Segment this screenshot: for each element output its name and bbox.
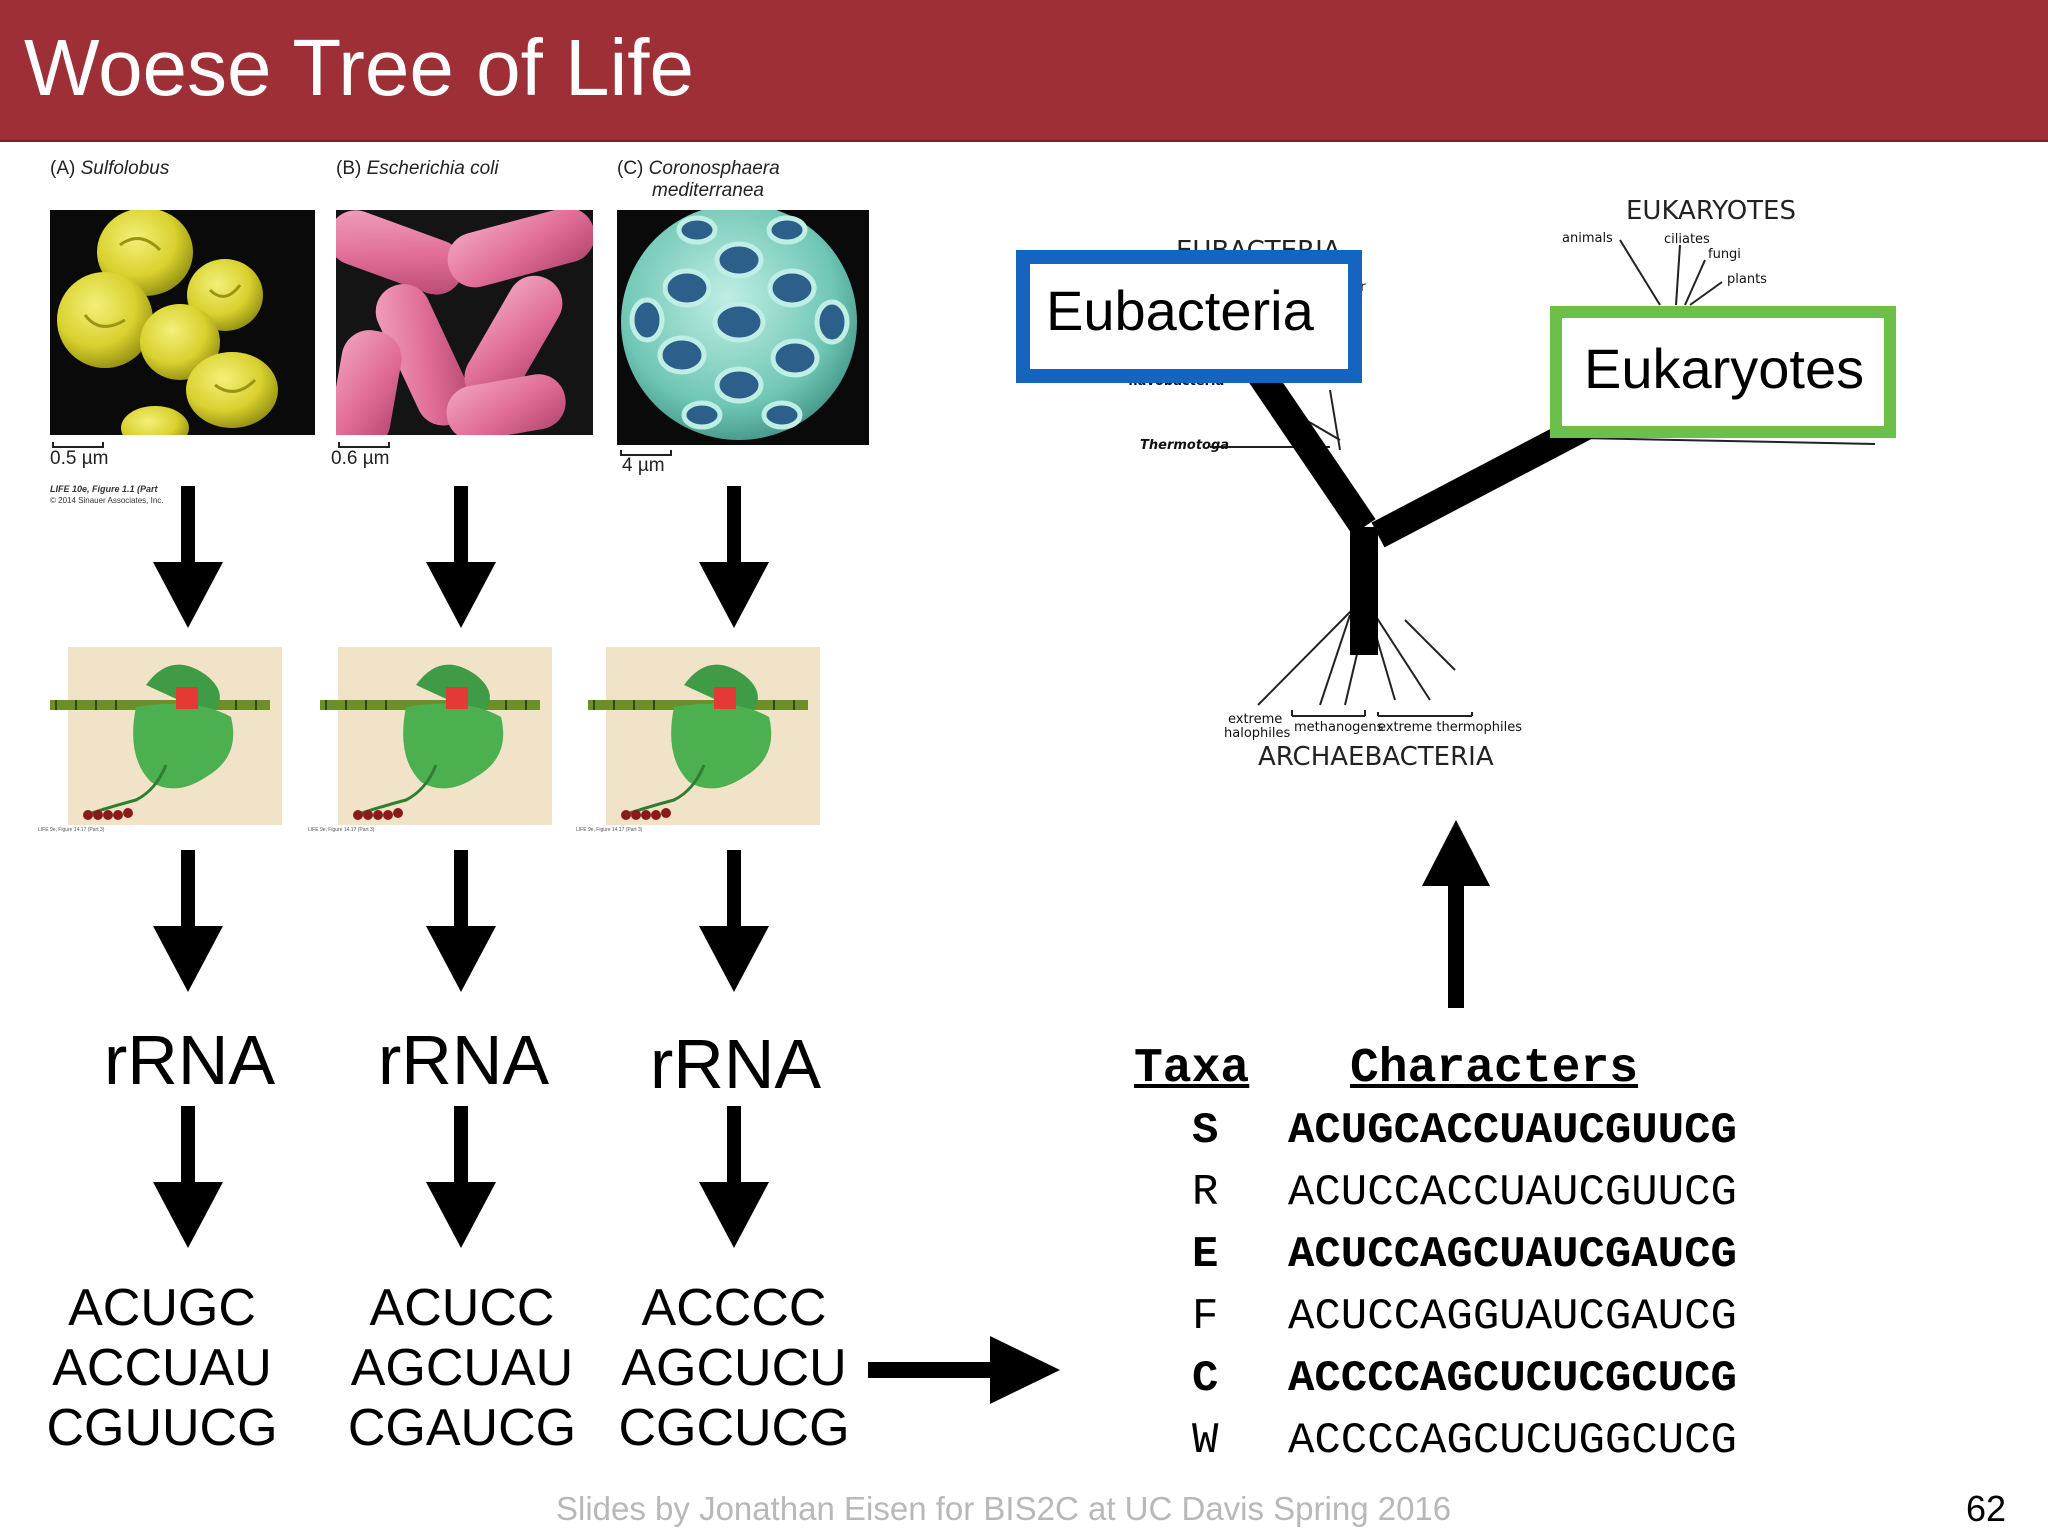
panel-c-caption: (C) Coronosphaera [617, 158, 780, 180]
taxon-label: W [1192, 1416, 1219, 1466]
sequence-line: CGUUCG [46, 1399, 278, 1457]
taxon-sequence: ACCCCAGCUCUGGCUCG [1288, 1416, 1737, 1466]
slide-title: Woese Tree of Life [24, 23, 694, 112]
sequence-line: ACUCC [369, 1279, 555, 1337]
taxon-sequence: ACUCCACCUAUCGUUCG [1288, 1168, 1737, 1218]
thermotoga-label: Thermotoga [1140, 438, 1230, 453]
archaea-group-extreme-thermophiles: extreme thermophiles [1378, 720, 1522, 735]
alignment-row: F ACUCCAGGUAUCGAUCG [1192, 1292, 1892, 1354]
panel-a-letter: (A) [50, 158, 76, 179]
scale-label-b: 0.6 µm [331, 448, 390, 469]
alignment-row: E ACUCCAGCUAUCGAUCG [1192, 1230, 1892, 1292]
eukaryote-group-plants: plants [1727, 272, 1767, 287]
taxon-label: E [1192, 1230, 1219, 1280]
ribosome-diagram-1 [36, 645, 286, 835]
ribosome-credit-3: LIFE 9e, Figure 14.17 (Part 3) [576, 827, 643, 833]
eubacteria-box: Eubacteria [1016, 250, 1362, 383]
panel-b-letter: (B) [336, 158, 362, 179]
rrna-label-1: rRNA [104, 1021, 276, 1099]
sequence-line: CGAUCG [347, 1399, 577, 1457]
taxon-label: C [1192, 1354, 1219, 1404]
taxon-sequence: ACCCCAGCUCUCGCUCG [1288, 1354, 1737, 1404]
sequence-block-2: ACUCC AGCUAU CGAUCG [342, 1278, 582, 1458]
eukaryote-group-ciliates: ciliates [1664, 232, 1710, 247]
sequence-line: ACCUAU [52, 1339, 272, 1397]
alignment-row: R ACUCCACCUAUCGUUCG [1192, 1168, 1892, 1230]
taxon-label: F [1192, 1292, 1219, 1342]
panel-a-organism: Sulfolobus [80, 158, 170, 179]
eukaryote-group-animals: animals [1562, 231, 1613, 246]
scale-bar-a [52, 442, 104, 448]
alignment-row: S ACUGCACCUAUCGUUCG [1192, 1106, 1892, 1168]
taxon-sequence: ACUCCAGCUAUCGAUCG [1288, 1230, 1737, 1280]
scale-label-c: 4 µm [622, 455, 665, 476]
page-number: 62 [1966, 1488, 2007, 1529]
alignment-row: C ACCCCAGCUCUCGCUCG [1192, 1354, 1892, 1416]
eukaryotes-box: Eukaryotes [1550, 306, 1896, 438]
archaea-group-methanogens: methanogens [1294, 720, 1384, 735]
taxon-label: S [1192, 1106, 1219, 1156]
alignment-rows: S ACUGCACCUAUCGUUCG R ACUCCACCUAUCGUUCG … [1192, 1106, 1892, 1478]
sequence-line: ACCCC [641, 1279, 827, 1337]
taxon-sequence: ACUCCAGGUAUCGAUCG [1288, 1292, 1737, 1342]
figure-credit-line2: © 2014 Sinauer Associates, Inc. [50, 496, 164, 505]
rrna-label-3: rRNA [650, 1025, 822, 1103]
slide-footer: Slides by Jonathan Eisen for BIS2C at UC… [556, 1490, 1452, 1527]
eukaryote-group-fungi: fungi [1708, 247, 1741, 262]
sequence-line: AGCUCU [621, 1339, 847, 1397]
ribosome-credit-1: LIFE 9e, Figure 14.17 (Part 3) [38, 827, 105, 833]
archaea-group-halophiles: halophiles [1224, 726, 1291, 741]
panel-c-organism: Coronosphaera [648, 158, 780, 179]
eubacteria-header-partial: EUBACTERIA [1176, 236, 1341, 252]
panel-c-organism-line2: mediterranea [652, 180, 764, 201]
ribosome-credit-2: LIFE 9e, Figure 14.17 (Part 3) [308, 827, 375, 833]
panel-a-caption: (A) Sulfolobus [50, 158, 169, 180]
taxon-sequence: ACUGCACCUAUCGUUCG [1288, 1106, 1737, 1156]
sequence-line: AGCUAU [350, 1339, 574, 1397]
sequence-line: CGCUCG [618, 1399, 850, 1457]
sulfolobus-micrograph [50, 210, 315, 435]
sequence-block-3: ACCCC AGCUCU CGCUCG [614, 1278, 854, 1458]
figure-credit-line1: LIFE 10e, Figure 1.1 (Part [50, 484, 158, 494]
panel-b-caption: (B) Escherichia coli [336, 158, 499, 180]
title-bar: Woese Tree of Life [0, 0, 2048, 142]
coccolithophore-micrograph [617, 210, 869, 445]
scale-bar-c [620, 450, 672, 456]
ribosome-diagram-3 [574, 645, 824, 835]
archaebacteria-label: ARCHAEBACTERIA [1258, 742, 1494, 772]
scale-bar-b [338, 442, 390, 448]
eubacteria-box-label: Eubacteria [1046, 279, 1314, 342]
eukaryotes-box-label: Eukaryotes [1584, 337, 1865, 400]
ribosome-diagram-2 [306, 645, 556, 835]
characters-header: Characters [1350, 1042, 1639, 1096]
panel-b-organism: Escherichia coli [366, 158, 499, 179]
rrna-label-2: rRNA [378, 1021, 550, 1099]
archaea-group-extreme: extreme [1228, 712, 1283, 727]
alignment-row: W ACCCCAGCUCUGGCUCG [1192, 1416, 1892, 1478]
sequence-block-1: ACUGC ACCUAU CGUUCG [42, 1278, 282, 1458]
taxa-header: Taxa [1134, 1042, 1250, 1096]
sequence-line: ACUGC [68, 1279, 256, 1337]
panel-c-letter: (C) [617, 158, 644, 179]
taxon-label: R [1192, 1168, 1219, 1218]
eukaryotes-header: EUKARYOTES [1626, 196, 1796, 226]
ecoli-micrograph [336, 210, 593, 435]
panel-c-caption-line2: mediterranea [652, 180, 764, 202]
scale-label-a: 0.5 µm [50, 448, 109, 469]
